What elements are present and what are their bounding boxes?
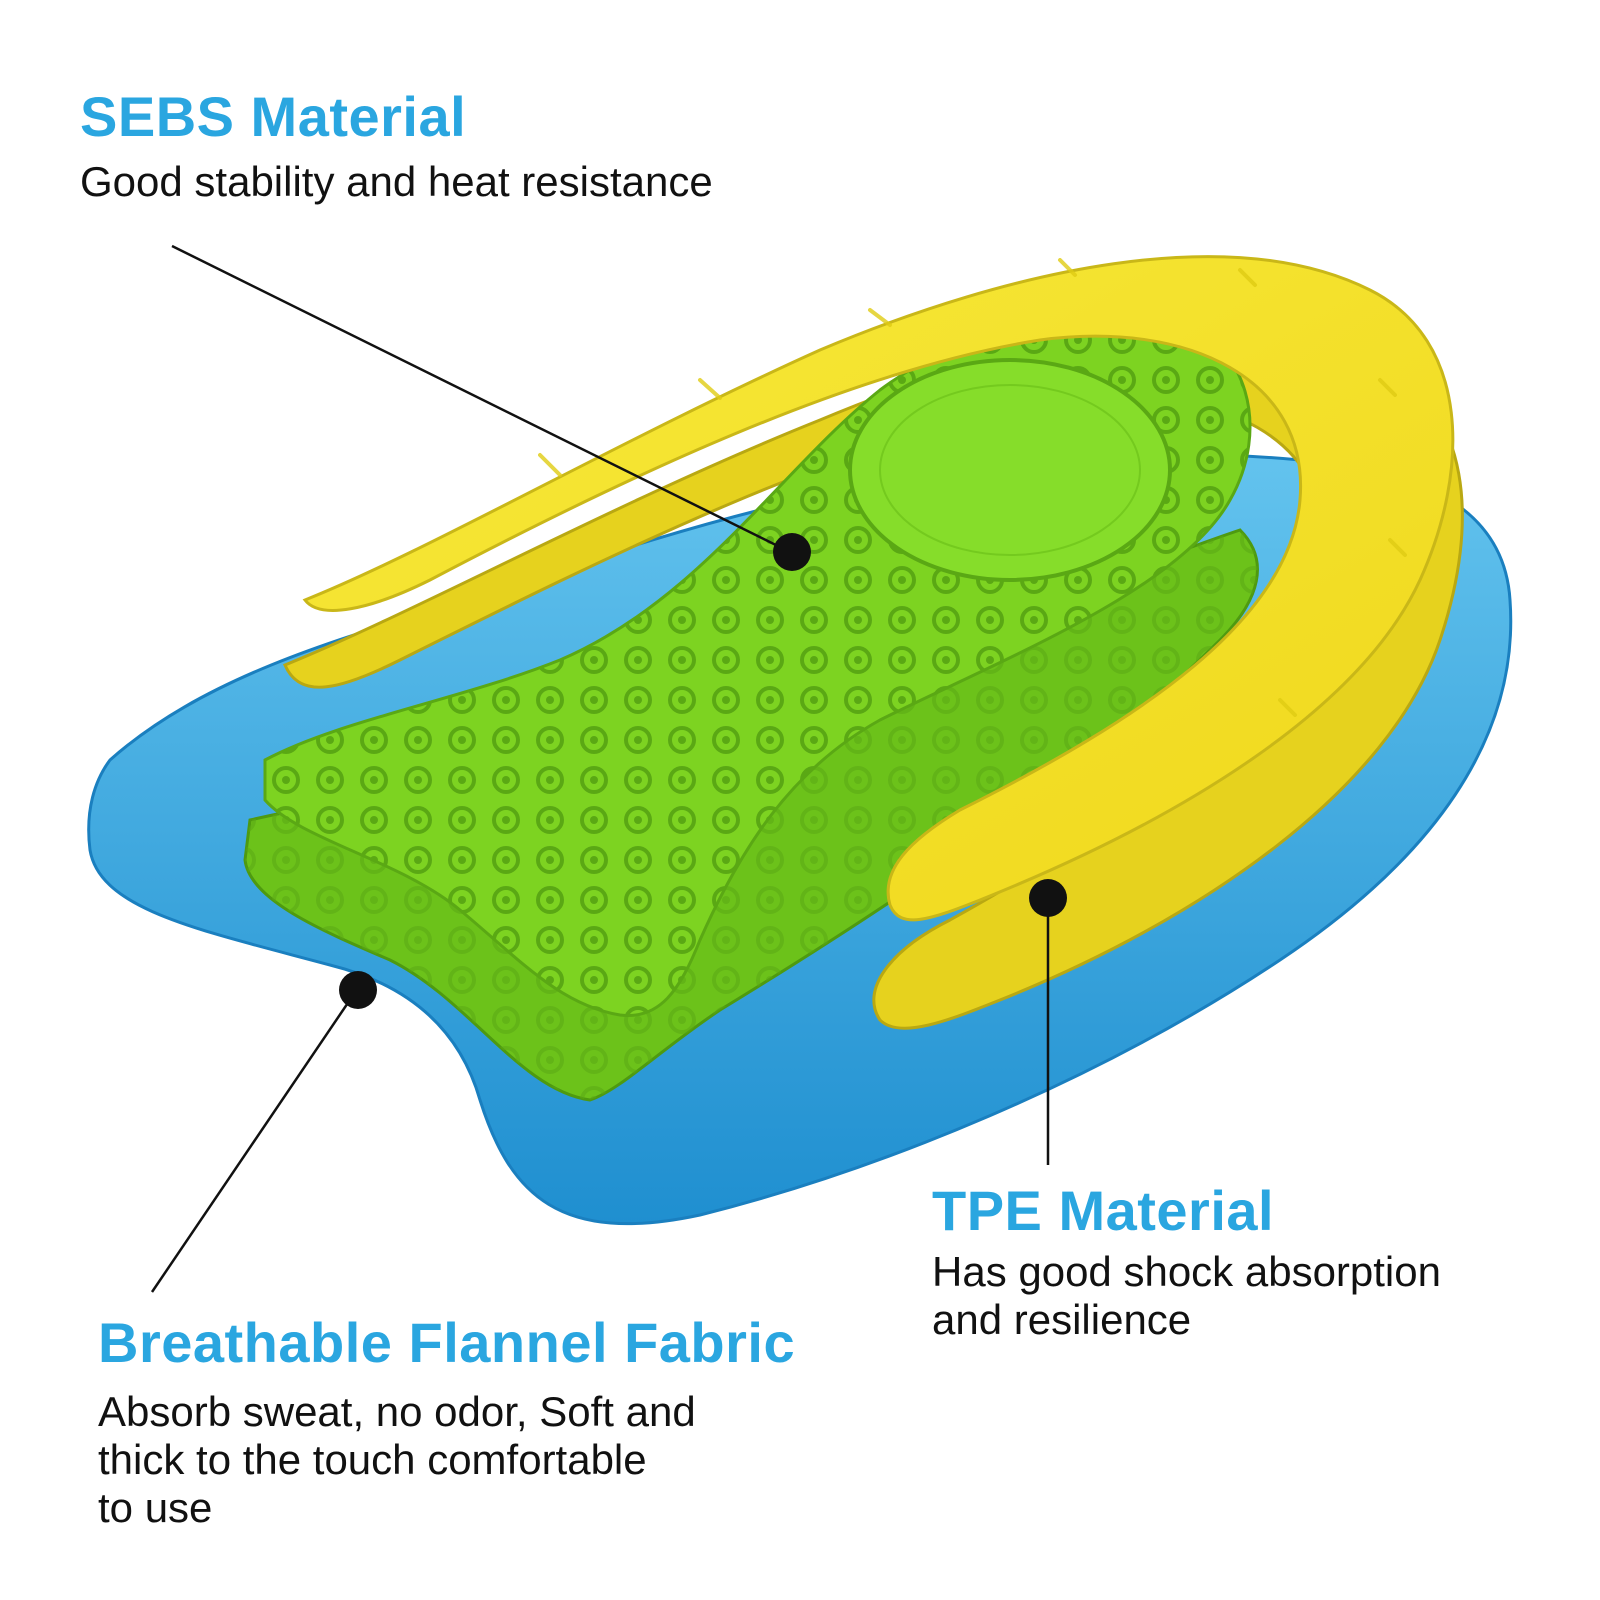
flannel-desc-line: to use — [98, 1483, 213, 1531]
tpe-desc-line: and resilience — [932, 1295, 1192, 1343]
callout-flannel: Breathable Flannel Fabric Absorb sweat, … — [98, 1312, 795, 1532]
sebs-desc-line: Good stability and heat resistance — [80, 157, 713, 205]
tpe-title: TPE Material — [932, 1179, 1275, 1242]
flannel-leader-line — [150, 987, 360, 1293]
tpe-desc-line: Has good shock absorption — [932, 1247, 1441, 1295]
sebs-description: Good stability and heat resistance — [80, 158, 713, 206]
flannel-desc-line: Absorb sweat, no odor, Soft and — [98, 1387, 696, 1435]
sebs-yellow-upper — [302, 255, 1455, 922]
callout-tpe: TPE Material Has good shock absorption a… — [932, 1180, 1441, 1344]
flannel-description: Absorb sweat, no odor, Soft and thick to… — [98, 1388, 795, 1532]
callout-sebs: SEBS Material Good stability and heat re… — [80, 86, 713, 206]
sebs-pointer-dot — [773, 533, 811, 571]
sebs-title: SEBS Material — [80, 85, 467, 148]
sebs-leader-line — [171, 244, 791, 554]
tpe-pointer-dot — [1029, 879, 1067, 917]
tpe-description: Has good shock absorption and resilience — [932, 1248, 1441, 1344]
flannel-title: Breathable Flannel Fabric — [98, 1311, 796, 1374]
yellow-ridges — [538, 258, 1407, 717]
flannel-desc-line: thick to the touch comfortable — [98, 1435, 647, 1483]
flannel-pointer-dot — [339, 971, 377, 1009]
heel-disc — [848, 358, 1172, 582]
